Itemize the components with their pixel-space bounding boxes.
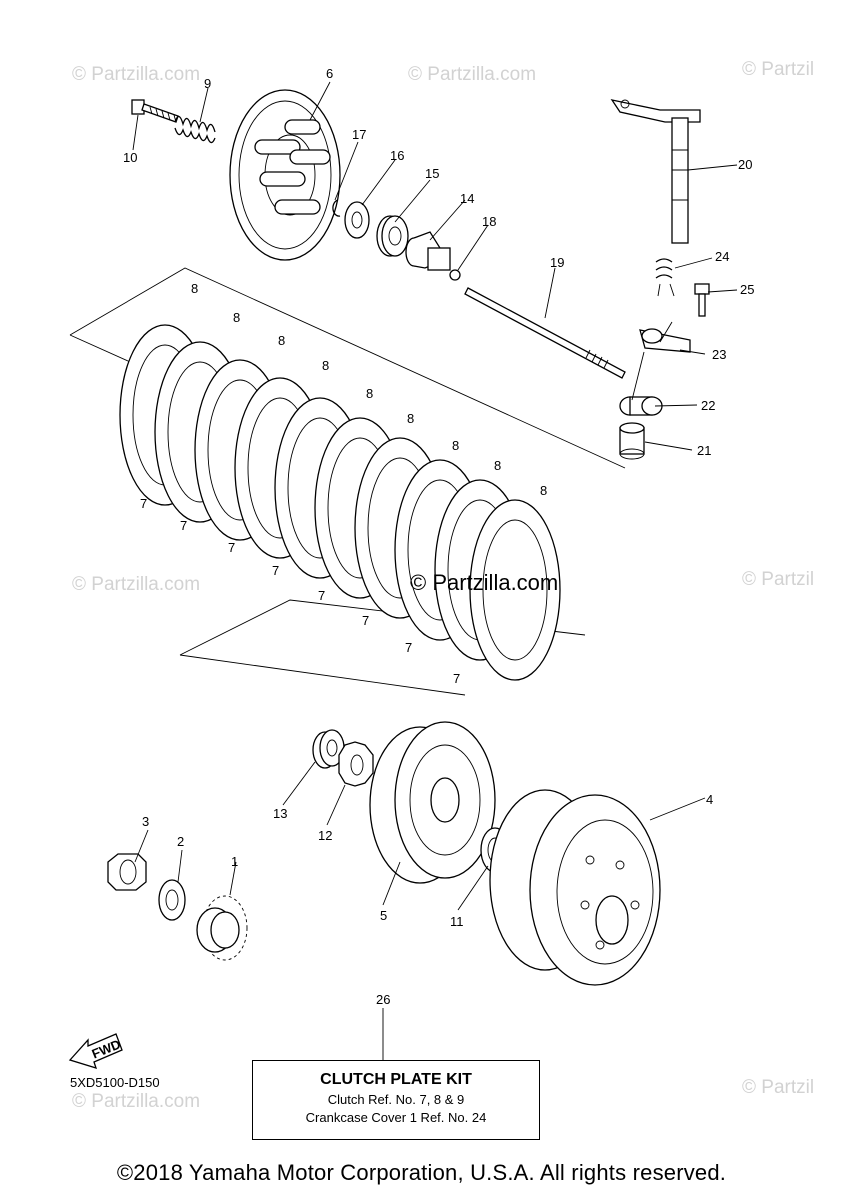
callout-17: 17 xyxy=(352,127,366,142)
part-bushing-21 xyxy=(619,422,645,460)
callout-8: 8 xyxy=(191,281,198,296)
part-seal-22 xyxy=(619,396,663,416)
watermark: © Partzil xyxy=(742,569,814,590)
callout-8: 8 xyxy=(278,333,285,348)
callout-20: 20 xyxy=(738,157,752,172)
part-circlip-17 xyxy=(332,199,341,217)
callout-6: 6 xyxy=(326,66,333,81)
leader-lines xyxy=(132,81,738,1060)
callout-4: 4 xyxy=(706,792,713,807)
part-bolt-25 xyxy=(694,283,710,317)
callout-14: 14 xyxy=(460,191,474,206)
callout-12: 12 xyxy=(318,828,332,843)
callout-18: 18 xyxy=(482,214,496,229)
part-spring-9 xyxy=(174,115,216,144)
watermark: © Partzil xyxy=(742,59,814,80)
callout-13: 13 xyxy=(273,806,287,821)
callout-5: 5 xyxy=(380,908,387,923)
callout-19: 19 xyxy=(550,255,564,270)
callout-8: 8 xyxy=(322,358,329,373)
callout-21: 21 xyxy=(697,443,711,458)
callout-8: 8 xyxy=(494,458,501,473)
part-push-rod-14 xyxy=(405,231,451,271)
clutch-plate-stack xyxy=(119,324,561,681)
part-bolt-10 xyxy=(131,99,179,123)
callout-26: 26 xyxy=(376,992,390,1007)
copyright-notice: ©2018 Yamaha Motor Corporation, U.S.A. A… xyxy=(116,1160,727,1185)
part-spring-24 xyxy=(655,258,675,297)
callout-8: 8 xyxy=(366,386,373,401)
callout-8: 8 xyxy=(233,310,240,325)
part-clutch-boss-5 xyxy=(369,721,496,884)
callout-1: 1 xyxy=(231,854,238,869)
callout-7: 7 xyxy=(362,613,369,628)
part-washer-2 xyxy=(158,879,186,921)
callout-7: 7 xyxy=(180,518,187,533)
callout-7: 7 xyxy=(453,671,460,686)
watermark: © Partzilla.com xyxy=(408,64,536,85)
part-washer-16 xyxy=(344,201,370,239)
callout-16: 16 xyxy=(390,148,404,163)
callout-23: 23 xyxy=(712,347,726,362)
fwd-label: FWD xyxy=(90,1036,123,1061)
kit-title: CLUTCH PLATE KIT xyxy=(320,1071,472,1088)
callout-8: 8 xyxy=(407,411,414,426)
clutch-plate-kit-box: CLUTCH PLATE KIT Clutch Ref. No. 7, 8 & … xyxy=(252,1060,540,1140)
callout-7: 7 xyxy=(272,563,279,578)
callout-7: 7 xyxy=(318,588,325,603)
part-pressure-plate-6 xyxy=(229,89,341,261)
document-code: 5XD5100-D150 xyxy=(70,1075,160,1090)
part-lock-washer-12 xyxy=(338,741,374,787)
callout-7: 7 xyxy=(228,540,235,555)
callout-2: 2 xyxy=(177,834,184,849)
part-plate-23 xyxy=(639,328,691,353)
part-clutch-housing-4 xyxy=(489,789,661,986)
callout-11: 11 xyxy=(450,914,464,929)
callout-8: 8 xyxy=(540,483,547,498)
watermark: © Partzil xyxy=(742,1077,814,1098)
callout-9: 9 xyxy=(204,76,211,91)
callout-7: 7 xyxy=(405,640,412,655)
part-ball-18 xyxy=(449,269,461,281)
watermark: © Partzilla.com xyxy=(72,574,200,595)
kit-line-2: Crankcase Cover 1 Ref. No. 24 xyxy=(305,1110,487,1125)
callout-7: 7 xyxy=(140,496,147,511)
callout-3: 3 xyxy=(142,814,149,829)
callout-25: 25 xyxy=(740,282,754,297)
callout-15: 15 xyxy=(425,166,439,181)
part-nut-3 xyxy=(107,853,147,891)
part-gear-1 xyxy=(196,895,248,961)
kit-line-1: Clutch Ref. No. 7, 8 & 9 xyxy=(327,1092,465,1107)
fwd-arrow-icon: FWD xyxy=(68,1033,123,1069)
watermark: © Partzilla.com xyxy=(72,1091,200,1112)
part-shaft-20 xyxy=(610,99,701,244)
callout-8: 8 xyxy=(452,438,459,453)
callout-24: 24 xyxy=(715,249,729,264)
callout-22: 22 xyxy=(701,398,715,413)
watermark: © Partzilla.com xyxy=(72,64,200,85)
callout-10: 10 xyxy=(123,150,137,165)
callouts: 1 2 3 4 5 6 7 7 7 7 7 7 7 7 8 8 8 8 8 8 … xyxy=(123,66,754,1007)
part-bearing-15 xyxy=(376,215,409,257)
center-watermark: © Partzilla.com xyxy=(410,570,558,595)
part-push-rod-19 xyxy=(464,287,626,379)
